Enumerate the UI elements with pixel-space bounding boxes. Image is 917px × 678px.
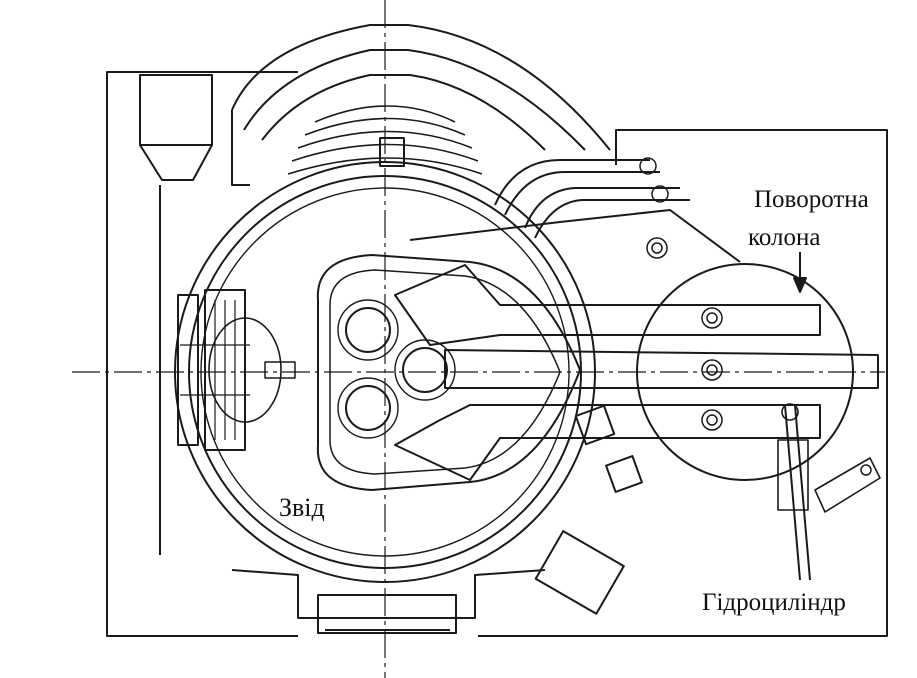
electrodes bbox=[337, 299, 456, 439]
upper-housing bbox=[231, 24, 611, 186]
swing-column bbox=[636, 237, 854, 481]
cooling-pipes bbox=[494, 157, 690, 239]
tilt-drive bbox=[177, 289, 296, 451]
roof-cooling-coils bbox=[287, 105, 483, 175]
swing-column-label-line1: Поворотна bbox=[752, 186, 871, 214]
hydraulic-cylinder-label: Гідроциліндр bbox=[700, 589, 848, 617]
roof-label: Звід bbox=[279, 493, 325, 522]
hopper bbox=[139, 74, 213, 181]
hydraulic-cylinder-drawing bbox=[777, 403, 881, 581]
leader-arrow bbox=[793, 252, 807, 293]
misc-blocks bbox=[317, 404, 643, 634]
platform-frame bbox=[106, 71, 888, 637]
swing-column-label-line2: колона bbox=[746, 224, 823, 252]
electrode-arms bbox=[394, 209, 879, 481]
center-lines bbox=[72, 0, 885, 678]
